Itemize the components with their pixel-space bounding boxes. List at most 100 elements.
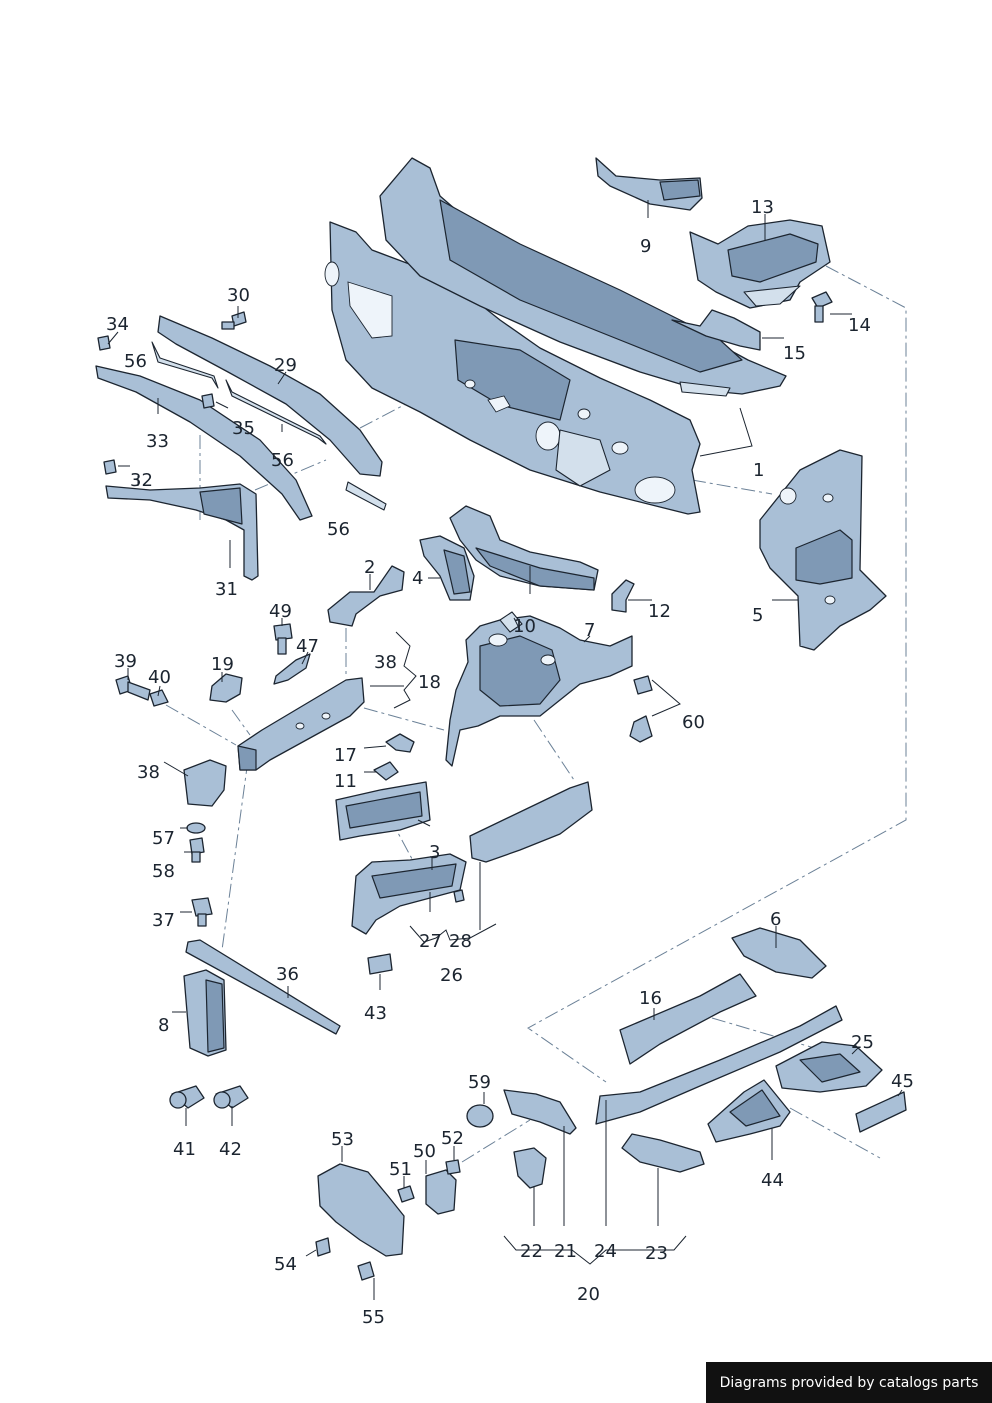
part-56-seals [151, 341, 387, 511]
callout-47: 47 [296, 636, 319, 657]
part-29-rail [157, 315, 383, 477]
callout-25: 25 [851, 1032, 874, 1053]
part-44-bracket [707, 1079, 791, 1143]
callout-3: 3 [429, 842, 440, 863]
part-22-bracket [513, 1147, 547, 1189]
part-4-gusset [419, 535, 475, 601]
callout-35: 35 [232, 418, 255, 439]
part-52-fastener [445, 1159, 461, 1175]
callout-labels: 1 9 13 14 15 5 30 34 56 29 33 35 56 32 5… [106, 197, 914, 1328]
part-16-crossmember [619, 973, 757, 1065]
part-54-bolt [315, 1237, 331, 1257]
part-38-bracket [183, 759, 227, 807]
part-31-bracket [105, 483, 259, 581]
callout-15: 15 [783, 343, 806, 364]
part-3-member [351, 853, 467, 935]
callout-49: 49 [269, 601, 292, 622]
callout-14: 14 [848, 315, 871, 336]
callout-30: 30 [227, 285, 250, 306]
part-34-nut [97, 335, 111, 351]
callout-24: 24 [594, 1241, 617, 1262]
part-12-clip [611, 579, 635, 613]
callout-54: 54 [274, 1254, 297, 1275]
part-39-bolt [115, 675, 151, 701]
callout-17: 17 [334, 745, 357, 766]
callout-52: 52 [441, 1128, 464, 1149]
callout-7: 7 [584, 620, 595, 641]
callout-5: 5 [752, 605, 763, 626]
part-14-bolt [811, 291, 833, 323]
callout-58: 58 [152, 861, 175, 882]
callout-21: 21 [554, 1241, 577, 1262]
callout-55: 55 [362, 1307, 385, 1328]
callout-2: 2 [364, 557, 375, 578]
footer-credit-text: Diagrams provided by catalogs parts [719, 1374, 979, 1391]
callout-28: 28 [449, 931, 472, 952]
callout-29: 29 [274, 355, 297, 376]
part-11-clip [373, 761, 399, 781]
part-21-bracket [503, 1089, 577, 1135]
callout-23: 23 [645, 1243, 668, 1264]
part-1-bulkhead [324, 221, 701, 515]
part-55-bolt [357, 1261, 375, 1281]
part-40-spacer [149, 689, 169, 707]
part-36-bar [185, 939, 341, 1035]
callout-8: 8 [158, 1015, 169, 1036]
part-19-bracket [209, 673, 243, 703]
part-50-block [425, 1169, 457, 1215]
part-8-bracket [183, 969, 227, 1057]
footer-credit-badge: Diagrams provided by catalogs parts [706, 1362, 992, 1403]
part-32-nut [103, 459, 117, 475]
callout-51: 51 [389, 1159, 412, 1180]
part-45-bracket [855, 1091, 907, 1133]
part-42-clip [213, 1085, 249, 1109]
part-24-sill [595, 1005, 843, 1125]
callout-59: 59 [468, 1072, 491, 1093]
callout-56a: 56 [124, 351, 147, 372]
part-58-bolt [189, 837, 205, 863]
part-15-bracket [671, 309, 761, 351]
callout-6: 6 [770, 909, 781, 930]
callout-53: 53 [331, 1129, 354, 1150]
part-60-fasteners [629, 675, 653, 743]
callout-32: 32 [130, 470, 153, 491]
part-7-wheelhouse [445, 611, 633, 767]
part-25-panel [775, 1041, 883, 1093]
part-33-rail [95, 365, 313, 521]
callout-44: 44 [761, 1170, 784, 1191]
callout-40: 40 [148, 667, 171, 688]
part-17-clip [385, 733, 415, 753]
part-43-grommet [367, 953, 393, 975]
part-13-plenum-box [689, 219, 831, 309]
part-37-bolt [191, 897, 213, 927]
part-51-bolt [397, 1185, 415, 1203]
part-41-clip [169, 1085, 205, 1109]
callout-38b: 38 [137, 762, 160, 783]
callout-39: 39 [114, 651, 137, 672]
callout-18: 18 [418, 672, 441, 693]
callout-56b: 56 [271, 450, 294, 471]
callout-1: 1 [753, 460, 764, 481]
callout-16: 16 [639, 988, 662, 1009]
part-18-crossmember [237, 677, 365, 771]
callout-57: 57 [152, 828, 175, 849]
callout-19: 19 [211, 654, 234, 675]
callout-60: 60 [682, 712, 705, 733]
part-5-pillar [759, 449, 887, 651]
callout-45: 45 [891, 1071, 914, 1092]
part-59-plug [466, 1104, 494, 1128]
callout-56c: 56 [327, 519, 350, 540]
part-27-fastener [453, 889, 465, 903]
callout-4: 4 [412, 568, 423, 589]
part-2-bracket [327, 565, 405, 627]
callout-11: 11 [334, 771, 357, 792]
callout-12: 12 [648, 601, 671, 622]
callout-34: 34 [106, 314, 129, 335]
part-23-panel [621, 1133, 705, 1173]
leader-lines [107, 200, 903, 1300]
callout-42: 42 [219, 1139, 242, 1160]
callout-13: 13 [751, 197, 774, 218]
callout-37: 37 [152, 910, 175, 931]
part-30-bolt [221, 311, 247, 330]
